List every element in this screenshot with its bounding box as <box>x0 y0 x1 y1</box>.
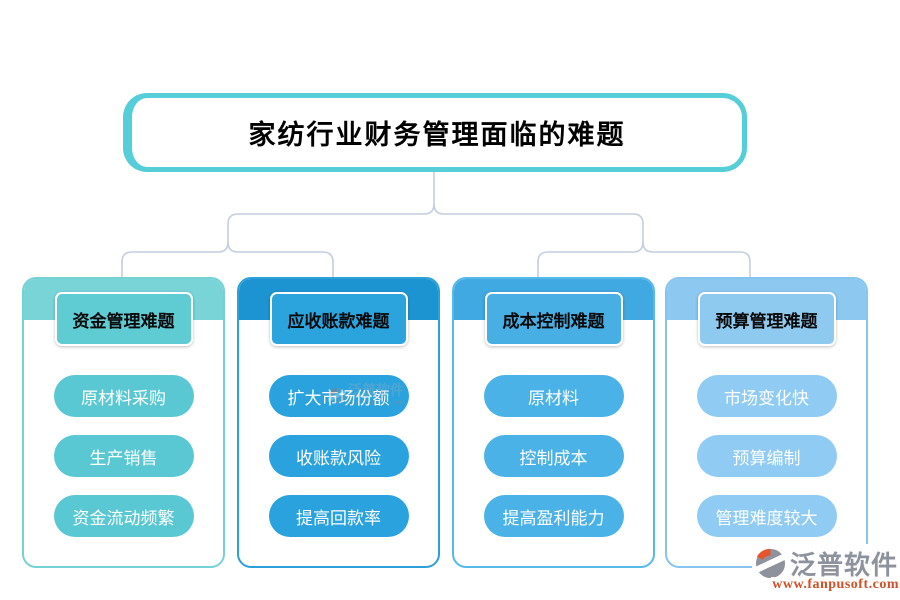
branch-cost-control: 成本控制难题 原材料 控制成本 提高盈利能力 <box>452 277 655 568</box>
leaf-node: 市场变化快 <box>696 375 837 417</box>
leaf-node: 控制成本 <box>483 435 624 477</box>
branch-fund-management: 资金管理难题 原材料采购 生产销售 资金流动频繁 <box>22 277 225 568</box>
branch-budget-management: 预算管理难题 市场变化快 预算编制 管理难度较大 <box>665 277 868 568</box>
leaf-node: 资金流动频繁 <box>53 495 194 537</box>
leaf-node: 提高盈利能力 <box>483 495 624 537</box>
watermark-url-text: www.fanpusoft.com <box>771 577 900 593</box>
branch-header: 资金管理难题 <box>54 292 193 346</box>
watermark-brand-text: 泛普软件 <box>789 551 898 580</box>
leaf-node: 原材料采购 <box>53 375 194 417</box>
leaf-node: 提高回款率 <box>268 495 409 537</box>
branch-header: 应收账款难题 <box>269 292 408 346</box>
fanpu-logo-icon <box>753 548 787 579</box>
branch-header: 成本控制难题 <box>484 292 623 346</box>
leaf-node: 预算编制 <box>696 435 837 477</box>
leaf-node: 扩大市场份额 <box>268 375 409 417</box>
branch-accounts-receivable: 应收账款难题 扩大市场份额 收账款风险 提高回款率 <box>237 277 440 568</box>
leaf-node: 原材料 <box>483 375 624 417</box>
leaf-node: 管理难度较大 <box>696 495 837 537</box>
page-title: 家纺行业财务管理面临的难题 <box>248 120 626 150</box>
branch-header: 预算管理难题 <box>697 292 836 346</box>
leaf-node: 收账款风险 <box>268 435 409 477</box>
diagram-title-node: 家纺行业财务管理面临的难题 <box>123 93 747 172</box>
leaf-node: 生产销售 <box>53 435 194 477</box>
